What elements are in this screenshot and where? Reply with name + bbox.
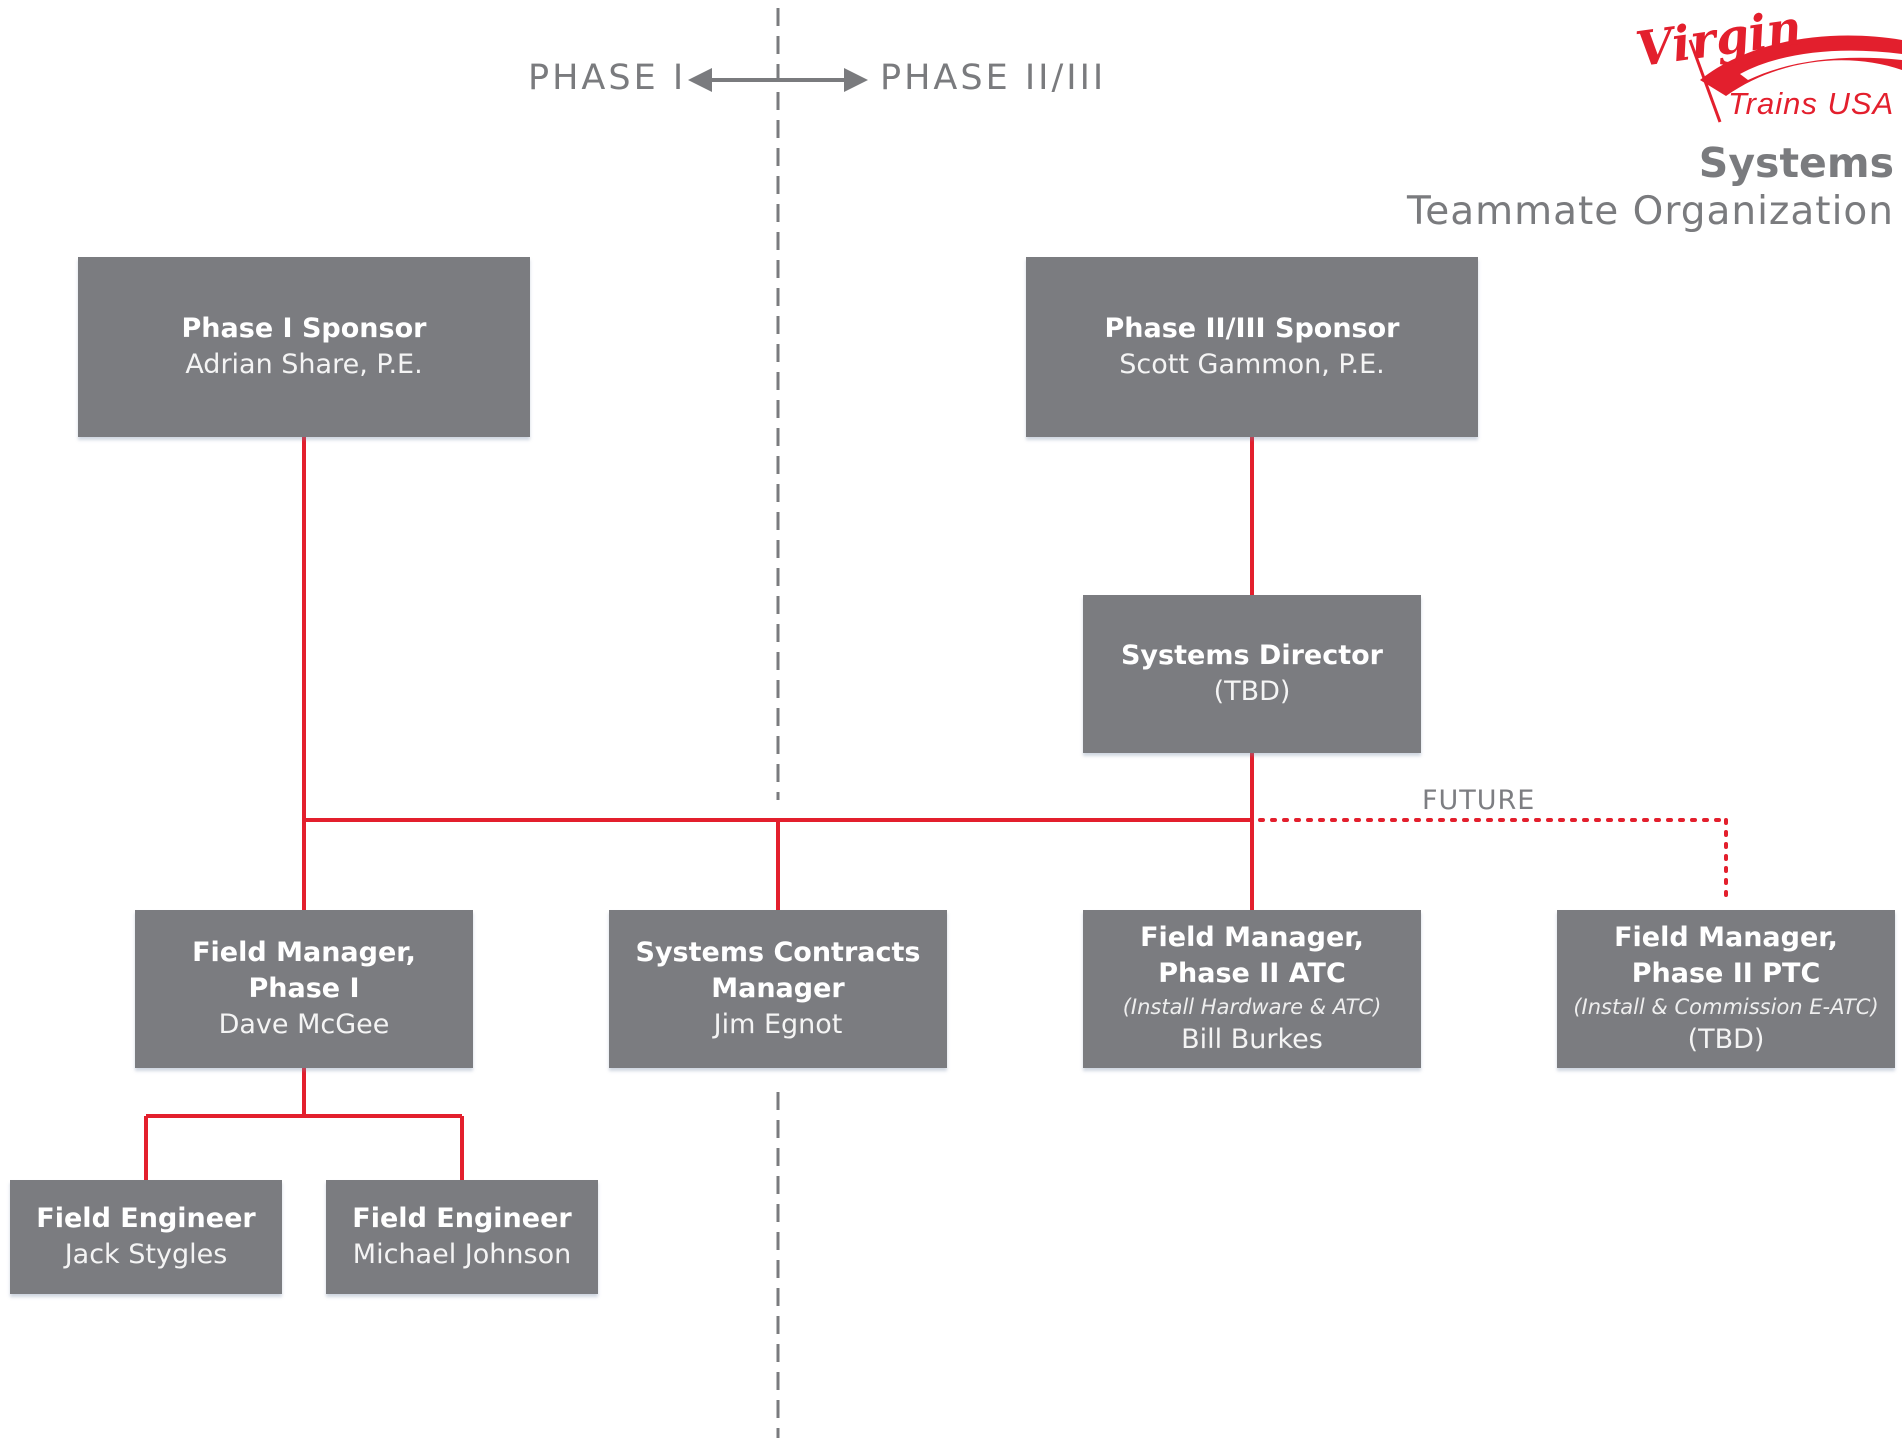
title-systems: Systems <box>1698 139 1894 187</box>
field-manager-phase-1-box: Field Manager, Phase I Dave McGee <box>135 910 473 1068</box>
role-label-line2: Phase I <box>248 973 360 1004</box>
role-label: Phase I Sponsor <box>181 313 427 344</box>
phase-1-sponsor-box: Phase I Sponsor Adrian Share, P.E. <box>78 257 530 437</box>
role-label: Systems Director <box>1120 640 1383 671</box>
person-name: Jack Stygles <box>64 1239 228 1270</box>
person-name: Dave McGee <box>218 1009 390 1040</box>
field-manager-phase-2-ptc-box: Field Manager, Phase II PTC (Install & C… <box>1557 910 1895 1068</box>
scope-note: (Install Hardware & ATC) <box>1122 995 1382 1019</box>
person-name: (TBD) <box>1213 676 1291 707</box>
field-engineer-jack-box: Field Engineer Jack Stygles <box>10 1180 282 1294</box>
role-label-line1: Field Manager, <box>192 937 416 968</box>
role-label-line1: Field Manager, <box>1140 922 1364 953</box>
field-engineer-michael-box: Field Engineer Michael Johnson <box>326 1180 598 1294</box>
role-label: Field Engineer <box>36 1203 256 1234</box>
role-label: Phase II/III Sponsor <box>1104 313 1400 344</box>
phase-2-3-label: PHASE II/III <box>880 58 1107 98</box>
person-name: Michael Johnson <box>352 1239 572 1270</box>
role-label-line2: Manager <box>711 973 845 1004</box>
svg-text:Trains USA: Trains USA <box>1728 86 1894 121</box>
person-name: Adrian Share, P.E. <box>185 349 423 380</box>
scope-note: (Install & Commission E-ATC) <box>1573 995 1879 1019</box>
systems-director-box: Systems Director (TBD) <box>1083 595 1421 753</box>
person-name: (TBD) <box>1687 1024 1765 1055</box>
phase-arrow-left-head <box>688 68 712 92</box>
phase-2-3-sponsor-box: Phase II/III Sponsor Scott Gammon, P.E. <box>1026 257 1478 437</box>
future-label: FUTURE <box>1422 785 1536 816</box>
role-label-line2: Phase II PTC <box>1631 958 1821 989</box>
role-label: Field Engineer <box>352 1203 572 1234</box>
person-name: Bill Burkes <box>1181 1024 1323 1055</box>
title-teammate-organization: Teammate Organization <box>1407 189 1894 234</box>
role-label-line1: Field Manager, <box>1614 922 1838 953</box>
person-name: Scott Gammon, P.E. <box>1119 349 1385 380</box>
phase-arrow-right-head <box>844 68 868 92</box>
phase-1-label: PHASE I <box>528 58 687 98</box>
systems-contracts-manager-box: Systems Contracts Manager Jim Egnot <box>609 910 947 1068</box>
role-label-line2: Phase II ATC <box>1158 958 1346 989</box>
role-label-line1: Systems Contracts <box>635 937 921 968</box>
person-name: Jim Egnot <box>713 1009 843 1040</box>
virgin-trains-usa-logo: Virgin Trains USA <box>1632 0 1902 123</box>
field-manager-phase-2-atc-box: Field Manager, Phase II ATC (Install Har… <box>1083 910 1421 1068</box>
